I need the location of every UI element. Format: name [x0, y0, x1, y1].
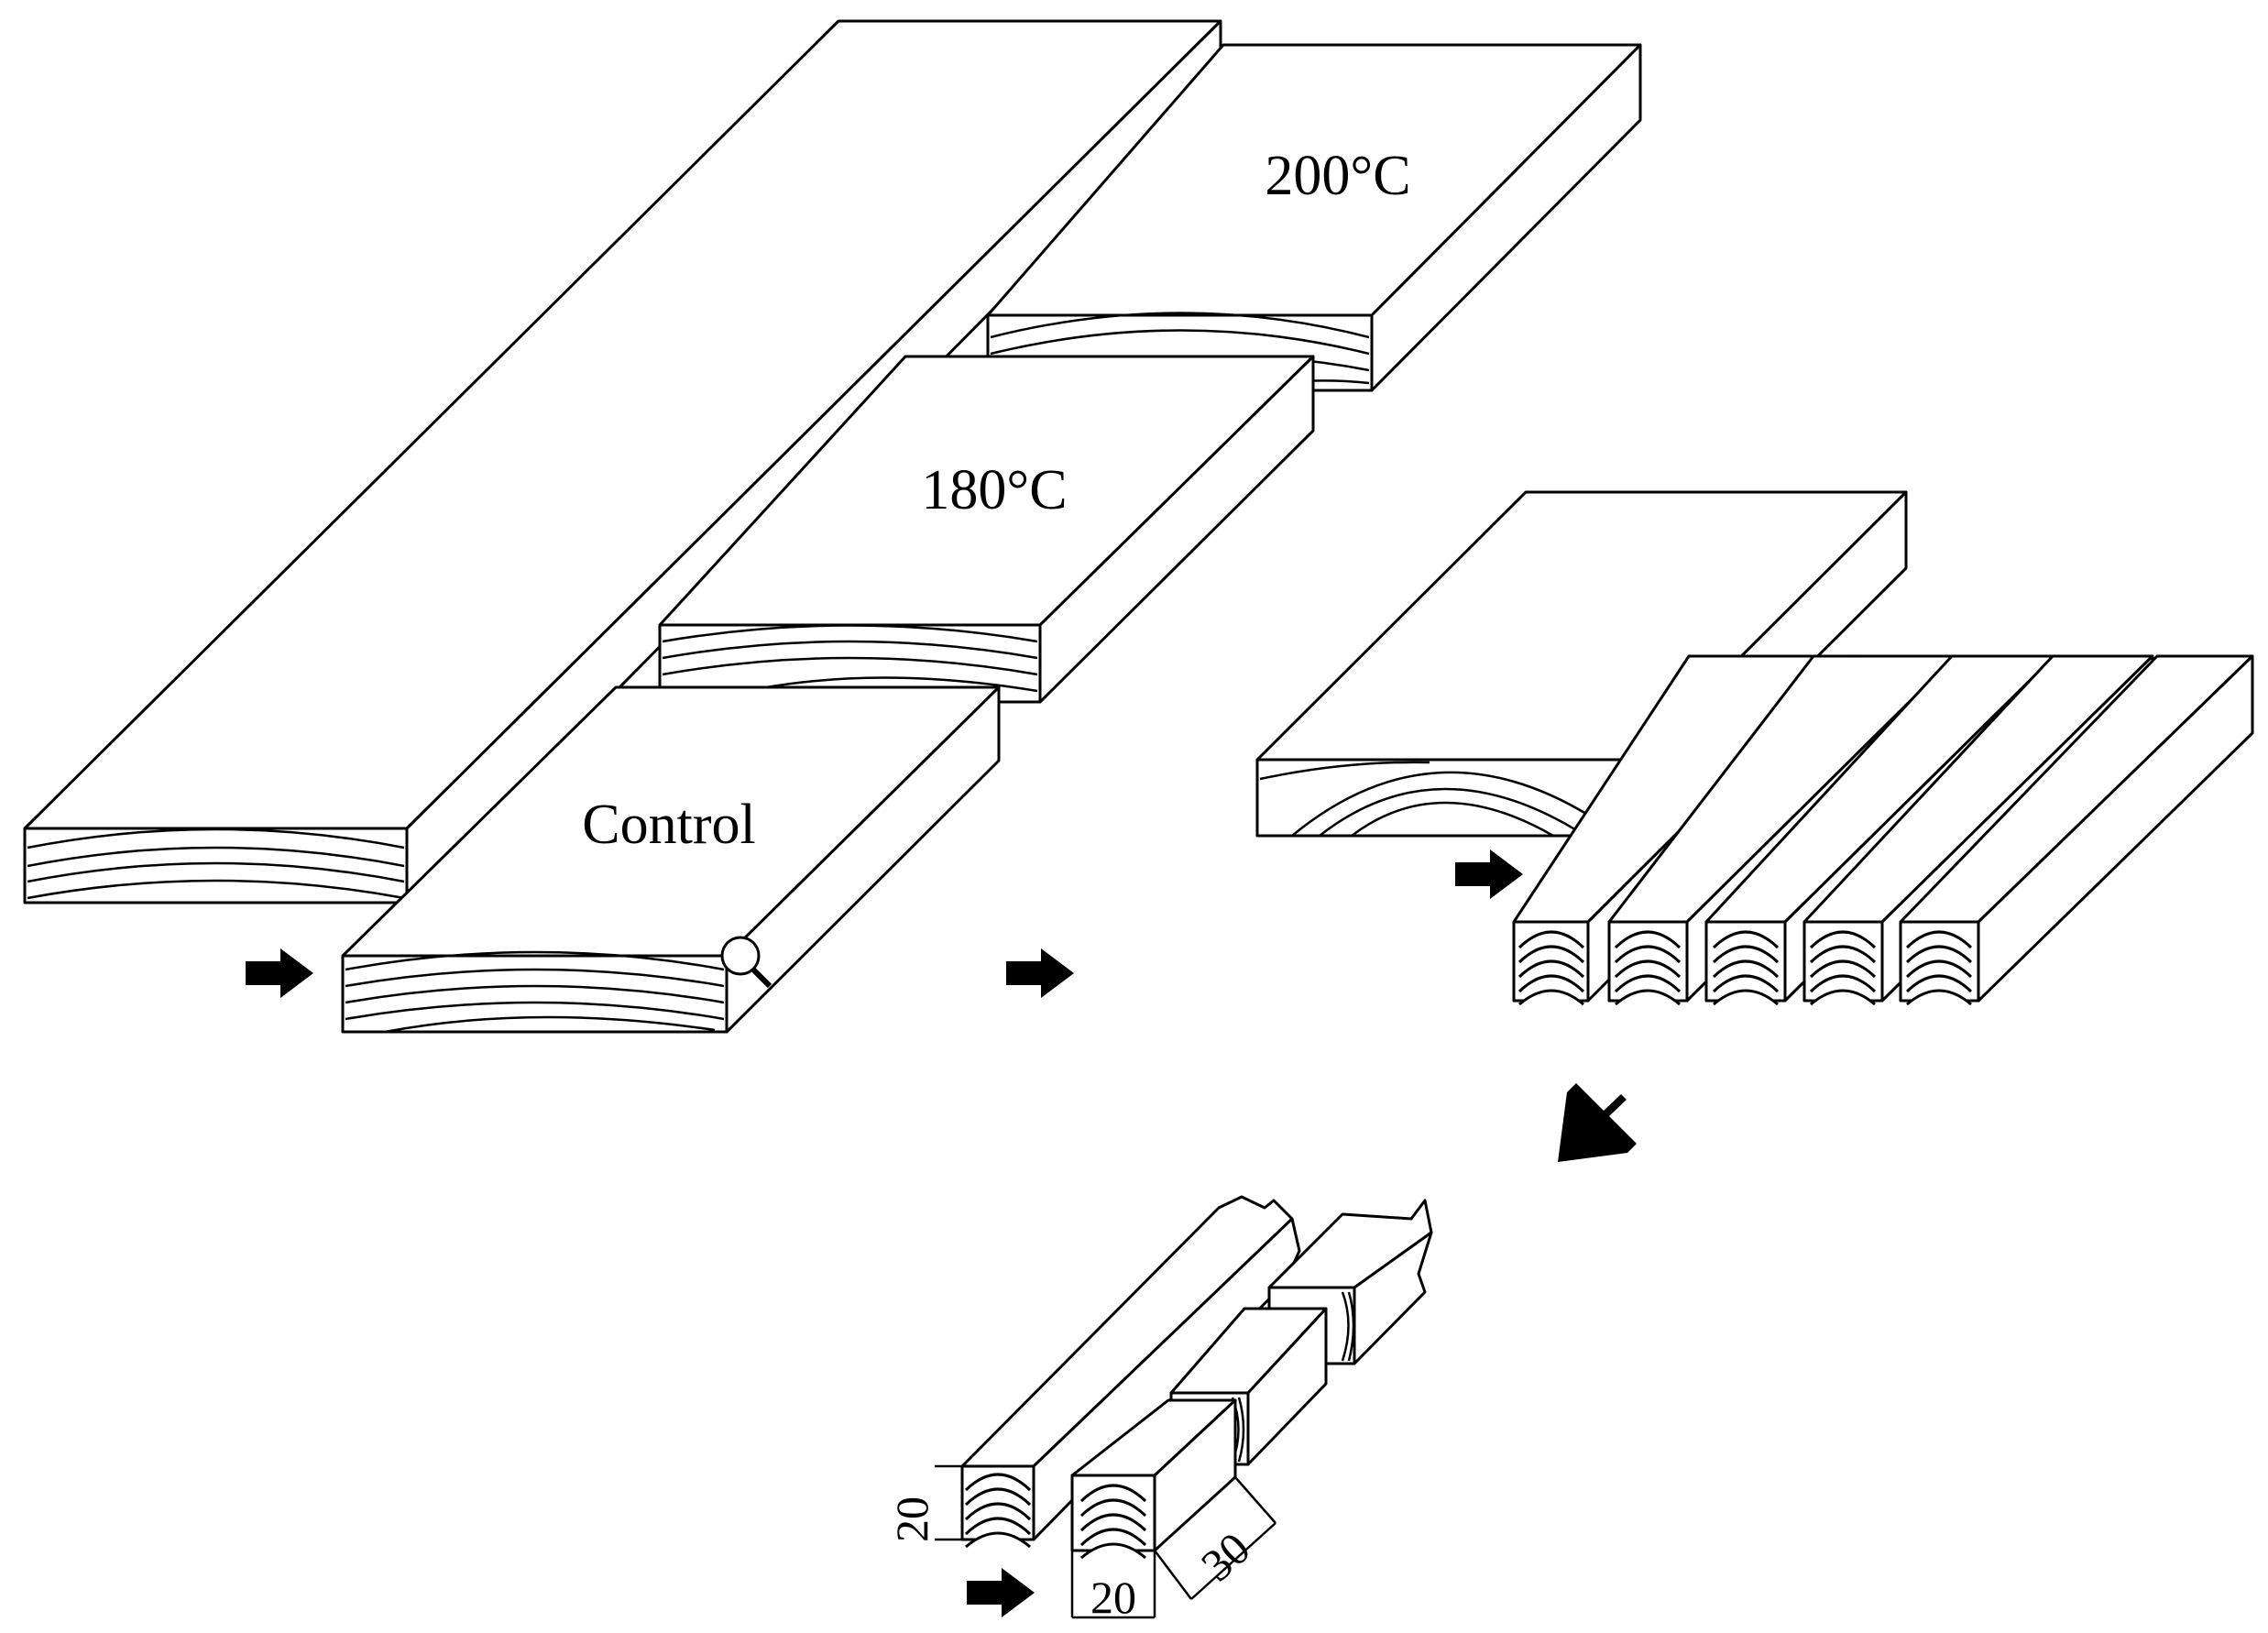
- board-control: Control: [341, 685, 1001, 1034]
- dimension-width: [1070, 1551, 1156, 1619]
- arrow-right-icon: [965, 1566, 1036, 1619]
- dimension-height-label: 20: [886, 1496, 937, 1542]
- label-200c: 200°C: [1265, 145, 1410, 207]
- specimen-stage: 20 20 30: [886, 1195, 1433, 1623]
- label-180c: 180°C: [921, 459, 1067, 521]
- arrow-right-icon: [1004, 947, 1076, 1000]
- magnifier-icon: [720, 936, 772, 989]
- long-board-end-grain: [23, 827, 409, 904]
- specimen-cube-front: [1070, 1398, 1237, 1560]
- arrow-down-left-icon: [1558, 1083, 1637, 1162]
- arrow-right-icon: [244, 947, 315, 1000]
- dimension-width-label: 20: [1090, 1572, 1136, 1623]
- dimension-length: [1154, 1476, 1276, 1600]
- stick-5: [1899, 654, 2254, 1006]
- dimension-length-label: 30: [1191, 1522, 1260, 1591]
- arrow-right-icon: [1453, 848, 1525, 901]
- dimension-height: [935, 1464, 962, 1541]
- label-control: Control: [582, 794, 755, 856]
- stick-row: [1512, 654, 2254, 1006]
